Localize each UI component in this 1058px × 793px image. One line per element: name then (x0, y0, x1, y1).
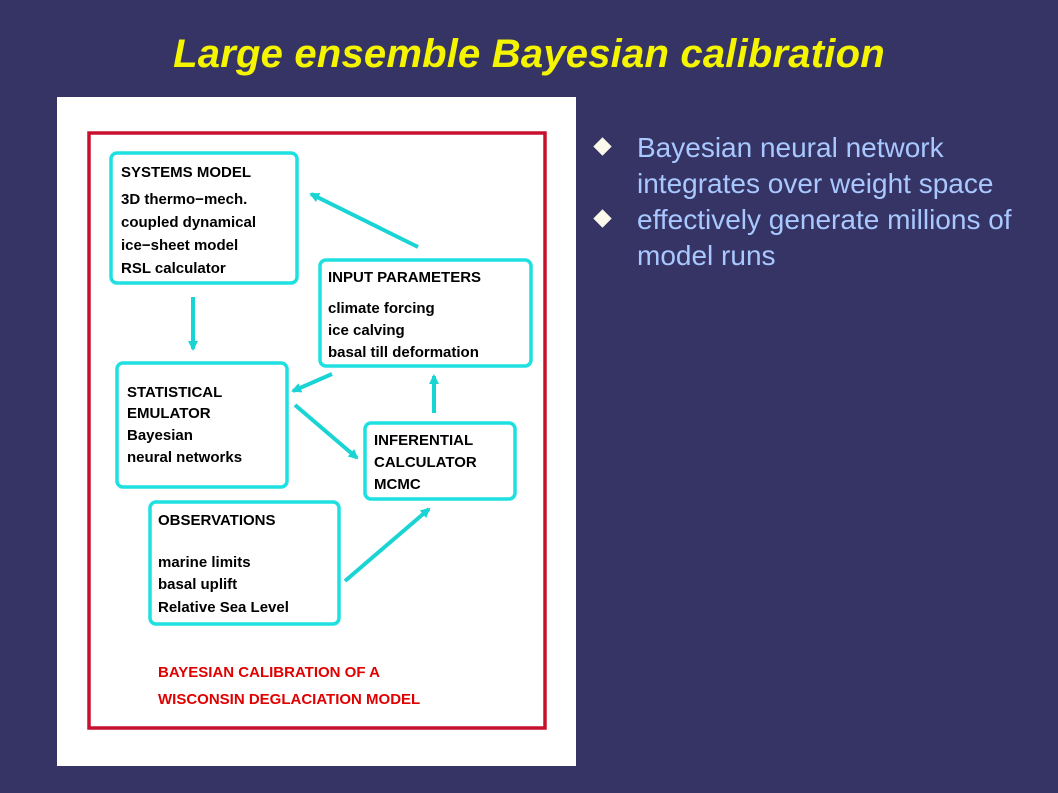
statistical-emulator-heading: STATISTICAL (127, 384, 222, 401)
observations-heading: OBSERVATIONS (158, 512, 276, 529)
slide-title: Large ensemble Bayesian calibration (173, 32, 885, 76)
inferential-calculator-heading: INFERENTIAL (374, 432, 473, 449)
observations-box: OBSERVATIONS marine limits basal uplift … (148, 500, 341, 626)
arrow-input-to-systems (309, 192, 419, 249)
bullet-item: Bayesian neural network integrates over … (593, 130, 1044, 202)
arrow-input-to-emulator (291, 372, 333, 393)
arrow-emulator-to-inferential (293, 403, 359, 460)
observations-line-2: basal uplift (158, 576, 237, 593)
diamond-bullet-icon (593, 209, 612, 228)
systems-model-line-3: ice−sheet model (121, 237, 238, 254)
diagram-svg: SYSTEMS MODEL 3D thermo−mech. coupled dy… (87, 131, 547, 730)
bullet-item: effectively generate millions of model r… (593, 202, 1044, 274)
diagram-caption-line-1: BAYESIAN CALIBRATION OF A (158, 664, 380, 681)
bullet-text: effectively generate millions of model r… (637, 204, 1012, 271)
diamond-bullet-icon (593, 137, 612, 156)
input-parameters-heading: INPUT PARAMETERS (328, 269, 481, 286)
systems-model-line-4: RSL calculator (121, 260, 226, 277)
input-parameters-line-1: climate forcing (328, 300, 435, 317)
input-parameters-box: INPUT PARAMETERS climate forcing ice cal… (318, 258, 533, 368)
input-parameters-line-3: basal till deformation (328, 344, 479, 361)
bullet-text: Bayesian neural network integrates over … (637, 132, 994, 199)
observations-line-3: Relative Sea Level (158, 599, 289, 616)
bullet-list: Bayesian neural network integrates over … (593, 130, 1044, 274)
input-parameters-line-2: ice calving (328, 322, 405, 339)
statistical-emulator-box: STATISTICAL EMULATOR Bayesian neural net… (115, 361, 289, 489)
systems-model-line-1: 3D thermo−mech. (121, 191, 247, 208)
systems-model-box: SYSTEMS MODEL 3D thermo−mech. coupled dy… (109, 151, 299, 285)
arrow-observations-to-inferential (343, 507, 431, 583)
inferential-calculator-line-1: CALCULATOR (374, 454, 477, 471)
statistical-emulator-line-1: EMULATOR (127, 405, 211, 422)
diagram-caption-line-2: WISCONSIN DEGLACIATION MODEL (158, 691, 420, 708)
systems-model-line-2: coupled dynamical (121, 214, 256, 231)
diagram-frame (87, 131, 547, 730)
systems-model-heading: SYSTEMS MODEL (121, 164, 251, 181)
statistical-emulator-line-3: neural networks (127, 449, 242, 466)
observations-line-1: marine limits (158, 554, 251, 571)
inferential-calculator-box: INFERENTIAL CALCULATOR MCMC (363, 421, 517, 501)
calibration-diagram: SYSTEMS MODEL 3D thermo−mech. coupled dy… (57, 97, 576, 766)
statistical-emulator-line-2: Bayesian (127, 427, 193, 444)
inferential-calculator-line-2: MCMC (374, 476, 421, 493)
